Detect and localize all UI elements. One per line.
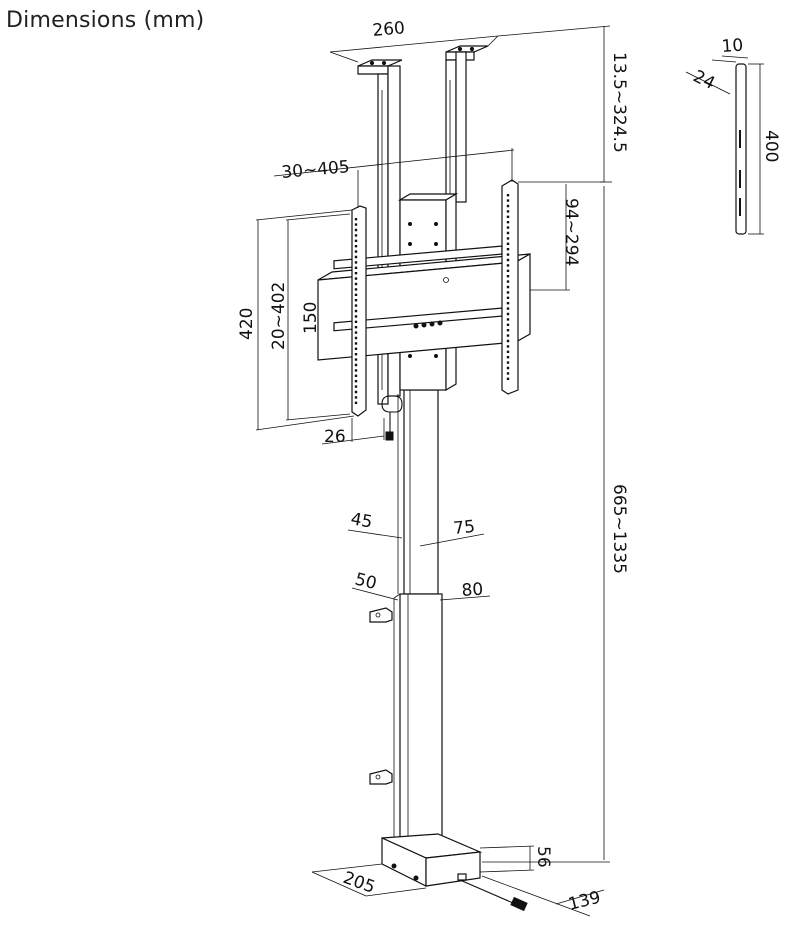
diagram-title: Dimensions (mm) bbox=[6, 8, 205, 33]
dim-pole-lower-right: 80 bbox=[461, 580, 484, 601]
dim-bracket-spacing: 30~405 bbox=[281, 157, 351, 183]
dim-arm-depth: 24 bbox=[690, 67, 718, 94]
dim-vesa-vertical: 94~294 bbox=[561, 198, 581, 266]
dim-top-width: 260 bbox=[372, 18, 406, 41]
column-lower bbox=[393, 593, 443, 845]
tv-arm-left bbox=[351, 205, 367, 417]
dim-pole-upper-left: 45 bbox=[349, 509, 374, 532]
dim-overall-height: 420 bbox=[237, 308, 257, 340]
wall-hook-upper bbox=[369, 607, 393, 623]
ceiling-plate-left bbox=[357, 59, 403, 75]
dim-arm-thickness: 10 bbox=[721, 36, 744, 57]
ceiling-rod-right bbox=[445, 51, 467, 203]
dim-vesa-range: 20~402 bbox=[269, 282, 289, 350]
tv-arm-right bbox=[501, 179, 519, 395]
dim-column-height: 665~1335 bbox=[609, 484, 629, 574]
wall-hook-lower bbox=[369, 769, 393, 785]
dim-arm-length: 400 bbox=[761, 130, 781, 162]
dim-base-height: 56 bbox=[533, 846, 553, 868]
dim-pole-upper-right: 75 bbox=[452, 517, 476, 539]
base-box bbox=[381, 833, 483, 887]
dim-base-width: 139 bbox=[566, 888, 602, 915]
dim-ceiling-height: 13.5~324.5 bbox=[609, 52, 629, 153]
mount-frame bbox=[317, 245, 531, 361]
dim-pole-lower-left: 50 bbox=[353, 569, 379, 594]
dim-offset: 26 bbox=[324, 427, 346, 447]
dim-frame-height: 150 bbox=[301, 302, 321, 334]
dim-base-depth: 205 bbox=[340, 868, 377, 898]
ceiling-plate-right bbox=[445, 45, 489, 61]
column-upper bbox=[397, 389, 439, 595]
pull-cord bbox=[381, 395, 403, 441]
arm-side-view bbox=[685, 55, 764, 235]
power-cable bbox=[457, 873, 528, 912]
